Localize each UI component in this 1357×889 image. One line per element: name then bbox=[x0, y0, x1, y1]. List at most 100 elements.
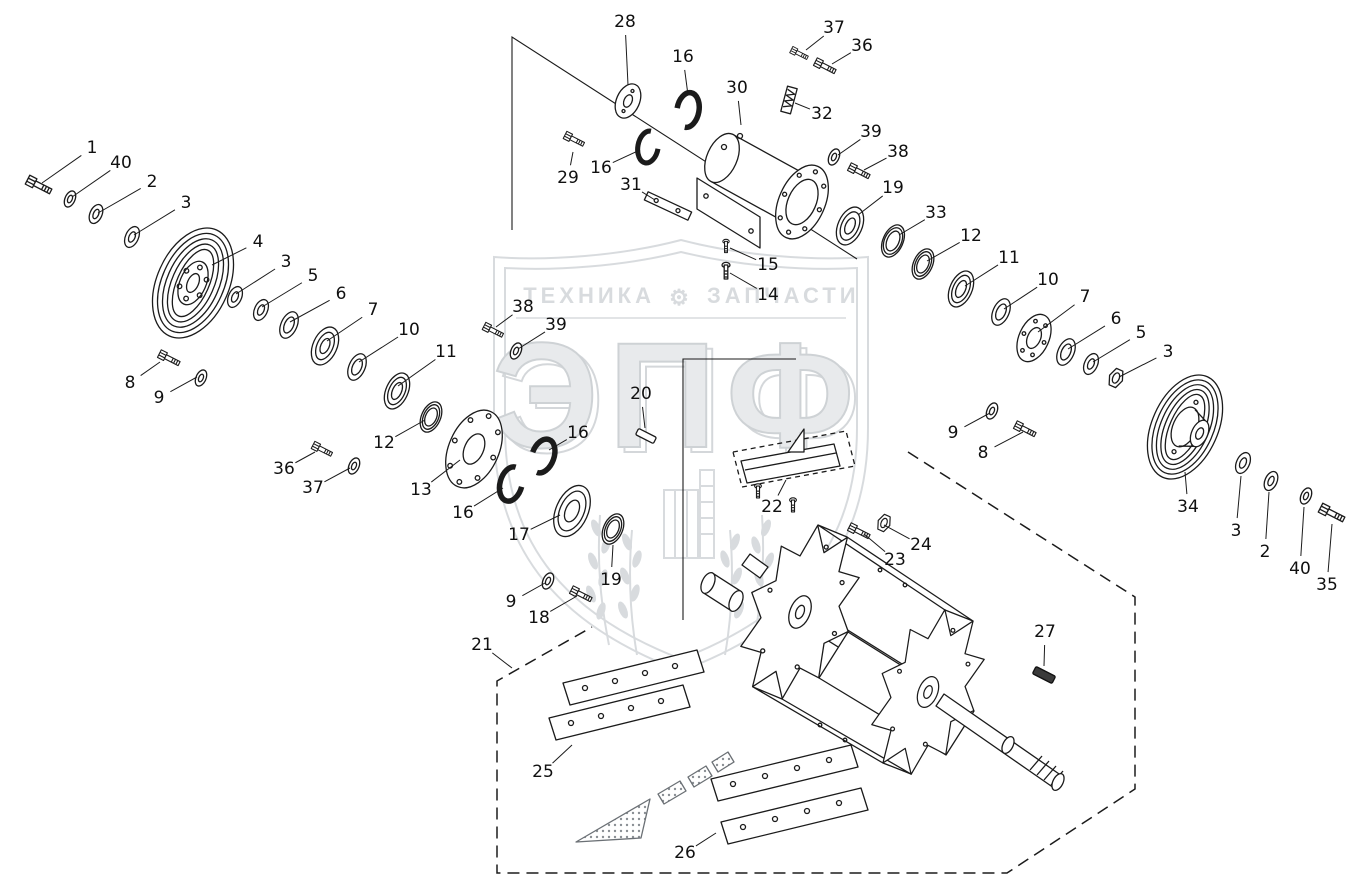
part-washer-5 bbox=[249, 296, 273, 324]
callout-leader-line bbox=[695, 832, 717, 847]
callout-leader-line bbox=[1300, 506, 1305, 557]
rotor-shaft bbox=[935, 693, 1065, 791]
part-knife-set-26 bbox=[710, 744, 869, 845]
part-washer-5b bbox=[1079, 350, 1103, 378]
part-bearing-11b bbox=[942, 266, 980, 312]
part-snap-ring-16c bbox=[674, 91, 702, 129]
part-number-label: 19 bbox=[882, 178, 904, 198]
part-spring-pin-32 bbox=[780, 85, 798, 115]
part-washer-37 bbox=[345, 455, 363, 477]
callout-leader-line bbox=[641, 191, 656, 201]
part-bearing-19b bbox=[835, 206, 865, 246]
part-number-label: 11 bbox=[998, 248, 1020, 268]
callout-leader-line bbox=[395, 419, 426, 438]
part-number-label: 12 bbox=[373, 433, 395, 453]
part-wear-plate-22 bbox=[732, 428, 856, 513]
callout-leader-line bbox=[569, 151, 574, 166]
part-number-label: 9 bbox=[506, 592, 517, 612]
part-key-pin-20 bbox=[635, 428, 657, 444]
part-number-label: 35 bbox=[1316, 575, 1338, 595]
part-number-label: 29 bbox=[557, 168, 579, 188]
part-number-label: 6 bbox=[336, 284, 347, 304]
part-number-label: 30 bbox=[726, 78, 748, 98]
part-washer-3d bbox=[1231, 449, 1255, 477]
part-number-label: 28 bbox=[614, 12, 636, 32]
part-number-label: 19 bbox=[600, 570, 622, 590]
callout-leader-line bbox=[612, 149, 641, 164]
part-number-label: 39 bbox=[545, 315, 567, 335]
part-ring-10 bbox=[343, 350, 371, 384]
part-number-label: 7 bbox=[368, 300, 379, 320]
callout-leader-line bbox=[1043, 644, 1046, 667]
part-spacer-2b bbox=[1260, 468, 1282, 494]
callout-leader-line bbox=[1037, 304, 1075, 333]
callout-leader-line bbox=[358, 336, 399, 363]
callout-leader-line bbox=[170, 376, 198, 393]
part-number-label: 24 bbox=[910, 535, 932, 555]
callout-leader-line bbox=[994, 431, 1024, 448]
callout-leader-line bbox=[863, 533, 886, 553]
part-number-label: 23 bbox=[884, 550, 906, 570]
watermark-elevator bbox=[663, 469, 715, 559]
part-disc-28 bbox=[614, 83, 642, 119]
callout-leader-line bbox=[1067, 325, 1106, 350]
part-number-label: 25 bbox=[532, 762, 554, 782]
part-seal-7 bbox=[310, 326, 340, 366]
part-number-label: 7 bbox=[1080, 287, 1091, 307]
callout-leader-line bbox=[863, 157, 887, 171]
callout-leader-line bbox=[397, 359, 436, 387]
part-washer-3 bbox=[120, 223, 144, 251]
rotor-star-plate-right bbox=[871, 609, 985, 775]
part-number-label: 10 bbox=[398, 320, 420, 340]
part-screw-37b bbox=[789, 45, 810, 62]
watermark-tagline-left: ТЕХНИКА bbox=[523, 283, 655, 308]
part-number-label: 31 bbox=[620, 175, 642, 195]
callout-leader-line bbox=[235, 268, 276, 295]
callout-leader-line bbox=[41, 155, 82, 184]
callout-leader-line bbox=[473, 487, 504, 507]
part-washer-40b bbox=[1297, 485, 1315, 507]
part-flange-13 bbox=[445, 409, 503, 489]
callout-leader-line bbox=[611, 544, 614, 568]
callout-leader-line bbox=[964, 264, 999, 287]
part-number-label: 6 bbox=[1111, 309, 1122, 329]
part-number-label: 2 bbox=[147, 172, 158, 192]
part-bolt-23 bbox=[846, 522, 872, 541]
part-number-label: 15 bbox=[757, 255, 779, 275]
section-frame-middle bbox=[682, 358, 796, 620]
callout-leader-line bbox=[552, 744, 573, 764]
callout-leader-line bbox=[729, 272, 757, 289]
part-number-label: 16 bbox=[567, 423, 589, 443]
callout-leader-line bbox=[1327, 523, 1333, 573]
callout-leader-line bbox=[261, 282, 303, 308]
part-ring-12 bbox=[415, 397, 447, 437]
part-number-label: 11 bbox=[435, 342, 457, 362]
part-number-label: 36 bbox=[851, 36, 873, 56]
callout-leader-line bbox=[883, 524, 910, 540]
callout-leader-line bbox=[326, 316, 363, 342]
part-screw-8 bbox=[156, 349, 182, 368]
part-number-label: 17 bbox=[508, 525, 530, 545]
part-number-label: 9 bbox=[154, 388, 165, 408]
part-number-label: 37 bbox=[302, 478, 324, 498]
part-number-label: 27 bbox=[1034, 622, 1056, 642]
part-number-label: 16 bbox=[590, 158, 612, 178]
part-screw-29 bbox=[562, 130, 586, 149]
callout-leader-line bbox=[1118, 357, 1157, 378]
callout-leader-line bbox=[729, 247, 757, 261]
part-housing-30 bbox=[696, 132, 829, 249]
callout-leader-line bbox=[324, 467, 351, 483]
part-number-label: 9 bbox=[948, 423, 959, 443]
callout-leader-line bbox=[1003, 286, 1038, 310]
part-nut-24 bbox=[874, 512, 894, 534]
part-number-label: 18 bbox=[528, 608, 550, 628]
part-number-label: 40 bbox=[110, 153, 132, 173]
part-number-label: 3 bbox=[281, 252, 292, 272]
part-number-label: 4 bbox=[253, 232, 264, 252]
callout-leader-line bbox=[837, 139, 861, 156]
callout-leader-line bbox=[530, 514, 561, 530]
rotor-star-plate-left bbox=[740, 524, 860, 700]
part-number-label: 3 bbox=[1163, 342, 1174, 362]
callout-leader-line bbox=[140, 361, 161, 376]
